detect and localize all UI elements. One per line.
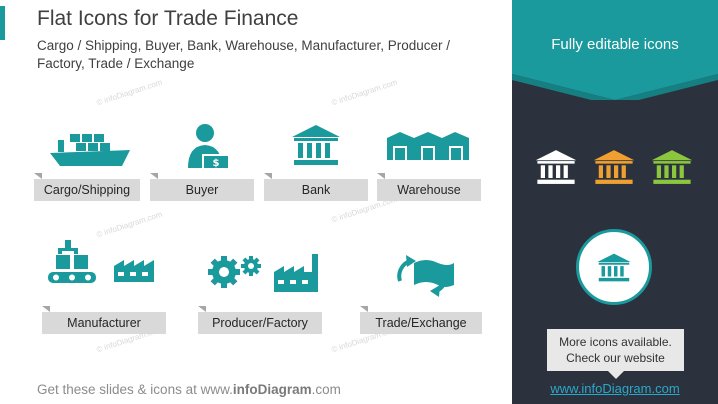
banner-text: Fully editable icons bbox=[551, 36, 679, 53]
watermark: © infoDiagram.com bbox=[95, 77, 164, 108]
watermark: © infoDiagram.com bbox=[330, 77, 399, 108]
title-accent-bar bbox=[0, 6, 5, 40]
factory-icon bbox=[208, 254, 318, 292]
bank-icon-green bbox=[651, 150, 693, 184]
label-buyer: Buyer bbox=[150, 179, 254, 201]
buyer-icon: $ bbox=[188, 124, 230, 170]
more-icons-callout: More icons available. Check our website bbox=[547, 329, 684, 371]
bank-icon bbox=[292, 125, 340, 165]
bank-icon-orange bbox=[593, 150, 635, 184]
bank-icon-white bbox=[535, 150, 577, 184]
label-trade-exchange: Trade/Exchange bbox=[360, 312, 482, 334]
label-fold bbox=[42, 306, 50, 312]
label-fold bbox=[198, 306, 206, 312]
label-warehouse: Warehouse bbox=[377, 179, 481, 201]
warehouse-icon bbox=[387, 132, 469, 160]
footer-text: Get these slides & icons at www.infoDiag… bbox=[37, 382, 341, 397]
website-link[interactable]: www.infoDiagram.com bbox=[550, 381, 680, 396]
callout-line-1: More icons available. bbox=[559, 335, 672, 349]
slide-content: Flat Icons for Trade Finance Cargo / Shi… bbox=[0, 6, 482, 397]
sidebar-panel: Fully editable icons bbox=[512, 0, 718, 404]
page-subtitle: Cargo / Shipping, Buyer, Bank, Warehouse… bbox=[37, 38, 450, 71]
label-fold bbox=[34, 173, 42, 179]
label-fold bbox=[150, 173, 158, 179]
watermark: © infoDiagram.com bbox=[95, 209, 164, 240]
sidebar-banner bbox=[512, 0, 718, 100]
label-fold bbox=[264, 173, 272, 179]
label-fold bbox=[360, 306, 368, 312]
ship-icon bbox=[50, 134, 130, 166]
bank-circle-badge bbox=[576, 229, 652, 305]
callout-arrow bbox=[608, 371, 624, 379]
exchange-icon bbox=[397, 255, 454, 297]
callout-line-2: Check our website bbox=[566, 351, 665, 365]
svg-text:$: $ bbox=[213, 158, 220, 169]
label-bank: Bank bbox=[264, 179, 368, 201]
bank-icon-circled bbox=[597, 253, 631, 281]
label-fold bbox=[377, 173, 385, 179]
label-cargo-shipping: Cargo/Shipping bbox=[34, 179, 140, 201]
page-title: Flat Icons for Trade Finance bbox=[37, 7, 299, 30]
manufacturer-icon bbox=[48, 240, 154, 283]
label-manufacturer: Manufacturer bbox=[42, 312, 166, 334]
label-producer-factory: Producer/Factory bbox=[198, 312, 322, 334]
